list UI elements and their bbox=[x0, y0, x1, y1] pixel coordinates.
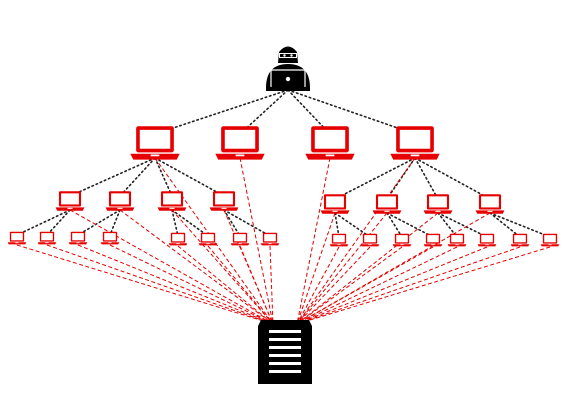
tier3-laptop-icon bbox=[7, 231, 27, 245]
attack-link-bot-to-server bbox=[154, 157, 274, 325]
attack-link-bot-to-server bbox=[207, 245, 274, 325]
tier3-laptop-icon bbox=[329, 233, 349, 247]
server-slot bbox=[269, 362, 301, 365]
attack-link-bot-to-server bbox=[296, 246, 551, 325]
tier3-laptop-icon bbox=[540, 233, 560, 247]
command-link-bot-to-bot bbox=[171, 209, 179, 237]
tier2-laptop-icon bbox=[475, 194, 505, 214]
attack-link-bot-to-server bbox=[296, 246, 488, 325]
tier2-laptop-icon bbox=[372, 194, 402, 214]
server-slot bbox=[269, 370, 301, 373]
command-link-bot-to-bot bbox=[154, 157, 225, 197]
command-links bbox=[16, 89, 551, 238]
command-link-bot-to-bot bbox=[437, 212, 458, 238]
tier3-laptop-icon bbox=[198, 232, 218, 246]
attack-link-bot-to-server bbox=[119, 209, 274, 325]
attack-link-bot-to-server bbox=[296, 246, 371, 325]
tier3-laptop-icon bbox=[100, 231, 120, 245]
attack-link-bot-to-server bbox=[69, 209, 274, 325]
attack-link-bot-to-server bbox=[177, 245, 274, 325]
tier1-laptop-icon bbox=[215, 126, 265, 160]
command-link-bot-to-bot bbox=[119, 157, 156, 197]
attack-link-bot-to-server bbox=[109, 244, 274, 325]
command-link-bot-to-bot bbox=[489, 212, 551, 238]
attack-link-bot-to-server bbox=[77, 244, 274, 325]
tier2-laptop-icon bbox=[55, 191, 85, 211]
command-link-bot-to-bot bbox=[386, 212, 403, 238]
tier3-laptop-icon bbox=[230, 232, 250, 246]
attack-link-bot-to-server bbox=[296, 246, 403, 325]
command-link-bot-to-bot bbox=[16, 209, 71, 236]
tier3-laptop-icon bbox=[510, 233, 530, 247]
tier3-laptop-icon bbox=[260, 232, 280, 246]
tier3-laptop-icon bbox=[477, 233, 497, 247]
command-link-attacker-to-bot bbox=[154, 89, 289, 135]
tier1-laptop-icon bbox=[390, 126, 440, 160]
tier2-laptop-icon bbox=[423, 194, 453, 214]
tier3-laptop-icon bbox=[360, 233, 380, 247]
command-link-bot-to-bot bbox=[171, 209, 209, 237]
server-slot bbox=[269, 354, 301, 357]
attack-link-bot-to-server bbox=[46, 244, 274, 325]
attack-link-bot-to-server bbox=[296, 212, 491, 325]
attack-link-bot-to-server bbox=[296, 246, 458, 325]
command-link-bot-to-bot bbox=[414, 157, 491, 200]
command-link-bot-to-bot bbox=[69, 157, 156, 197]
tier3-laptop-icon bbox=[392, 233, 412, 247]
attack-link-bot-to-server bbox=[296, 212, 439, 325]
command-link-bot-to-bot bbox=[223, 209, 271, 237]
attack-link-bot-to-server bbox=[269, 245, 274, 325]
attack-link-bot-to-server bbox=[296, 212, 388, 325]
attack-links bbox=[16, 157, 551, 325]
attack-link-bot-to-server bbox=[296, 212, 336, 325]
command-link-bot-to-bot bbox=[223, 209, 241, 237]
attack-link-bot-to-server bbox=[171, 209, 274, 325]
attack-link-bot-to-server bbox=[296, 246, 340, 325]
command-link-bot-to-bot bbox=[437, 212, 488, 238]
tier1-laptop-icon bbox=[130, 126, 180, 160]
attack-link-bot-to-server bbox=[16, 244, 274, 325]
attack-link-bot-to-server bbox=[296, 157, 416, 325]
tier3-laptop-icon bbox=[37, 231, 57, 245]
command-link-bot-to-bot bbox=[386, 212, 434, 238]
command-link-bot-to-bot bbox=[489, 212, 521, 238]
attack-link-bot-to-server bbox=[296, 157, 331, 325]
server-slot bbox=[269, 338, 301, 341]
tier3-laptop-icon bbox=[68, 231, 88, 245]
tier2-laptop-icon bbox=[209, 191, 239, 211]
command-link-bot-to-bot bbox=[46, 209, 71, 236]
attack-link-bot-to-server bbox=[239, 245, 274, 325]
tier2-laptop-icon bbox=[105, 191, 135, 211]
attack-link-bot-to-server bbox=[239, 157, 274, 325]
command-link-bot-to-bot bbox=[154, 157, 173, 197]
tier3-laptop-icon bbox=[447, 233, 467, 247]
command-link-bot-to-bot bbox=[334, 212, 340, 238]
server-slot bbox=[269, 330, 301, 333]
server-slot bbox=[269, 346, 301, 349]
command-link-bot-to-bot bbox=[414, 157, 439, 200]
tier3-laptop-icon bbox=[168, 232, 188, 246]
nodes bbox=[7, 46, 560, 384]
command-link-attacker-to-bot bbox=[287, 89, 416, 135]
command-link-bot-to-bot bbox=[334, 212, 371, 238]
tier2-laptop-icon bbox=[320, 194, 350, 214]
command-link-bot-to-bot bbox=[77, 209, 121, 236]
tier3-laptop-icon bbox=[423, 233, 443, 247]
attack-link-bot-to-server bbox=[296, 246, 434, 325]
tier2-laptop-icon bbox=[157, 191, 187, 211]
tier1-laptop-icon bbox=[305, 126, 355, 160]
command-link-bot-to-bot bbox=[334, 157, 416, 200]
attack-link-bot-to-server bbox=[296, 246, 521, 325]
hacker-icon bbox=[266, 46, 310, 91]
server-icon bbox=[258, 320, 312, 384]
command-link-bot-to-bot bbox=[109, 209, 121, 236]
